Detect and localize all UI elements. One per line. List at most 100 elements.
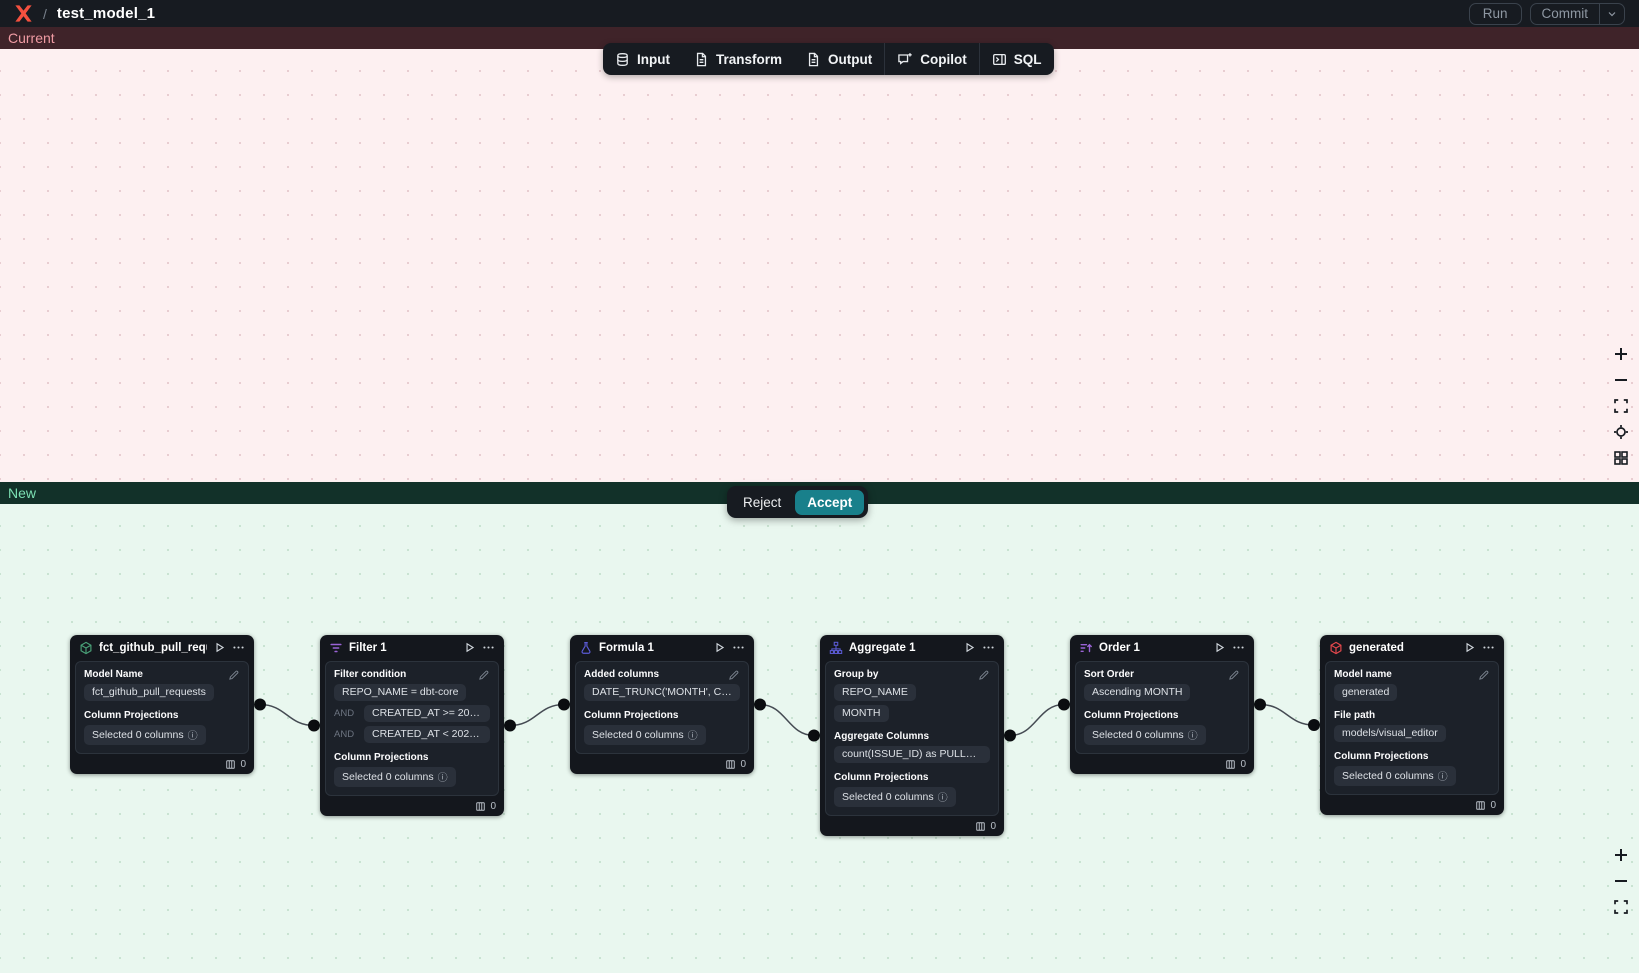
commit-split-button[interactable]: Commit [1529, 2, 1625, 25]
open-panel-icon [992, 53, 1006, 65]
edge-handle[interactable] [504, 719, 516, 732]
value-pill[interactable]: MONTH [834, 705, 889, 722]
new-canvas[interactable]: fct_github_pull_requests Model Name fct_… [0, 504, 1639, 973]
play-icon[interactable] [1463, 641, 1476, 654]
zoom-out-button[interactable] [1611, 370, 1631, 390]
node-header[interactable]: Filter 1 [320, 635, 504, 660]
value-pill[interactable]: generated [1334, 684, 1398, 701]
section-label: Sort Order [1084, 669, 1135, 680]
value-pill[interactable]: DATE_TRUNC('MONTH', CREATED_AT… [584, 684, 740, 701]
recenter-button[interactable] [1611, 422, 1631, 442]
preview-table-icon[interactable] [475, 801, 486, 812]
app-logo-icon[interactable] [14, 5, 33, 22]
sql-panel-button[interactable]: SQL [980, 43, 1054, 75]
node-order-1[interactable]: Order 1 Sort Order Ascending MONTH Colum… [1070, 635, 1254, 774]
zoom-in-button[interactable] [1611, 845, 1631, 865]
accept-button[interactable]: Accept [795, 489, 865, 515]
layout-grid-button[interactable] [1611, 448, 1631, 468]
edit-pencil-icon[interactable] [978, 669, 990, 681]
add-transform-button[interactable]: Transform [682, 43, 794, 75]
input-label: Input [637, 51, 670, 67]
preview-table-icon[interactable] [1225, 759, 1236, 770]
node-header[interactable]: fct_github_pull_requests [70, 635, 254, 660]
node-header[interactable]: Order 1 [1070, 635, 1254, 660]
edit-pencil-icon[interactable] [1228, 669, 1240, 681]
reject-button[interactable]: Reject [743, 494, 782, 510]
play-icon[interactable] [213, 641, 226, 654]
node-header[interactable]: Formula 1 [570, 635, 754, 660]
current-canvas[interactable]: Input Transform Output Copilot SQL [0, 43, 1639, 482]
play-icon[interactable] [463, 641, 476, 654]
value-pill[interactable]: REPO_NAME [834, 684, 916, 701]
play-icon[interactable] [713, 641, 726, 654]
edit-pencil-icon[interactable] [478, 669, 490, 681]
more-menu-icon[interactable] [232, 641, 245, 654]
pill-text: fct_github_pull_requests [92, 686, 206, 698]
edge-handle[interactable] [1308, 719, 1320, 731]
row-count: 0 [1240, 758, 1246, 770]
edit-pencil-icon[interactable] [1478, 669, 1490, 681]
edge-handle[interactable] [754, 698, 766, 711]
fit-view-button[interactable] [1611, 396, 1631, 416]
value-pill[interactable]: models/visual_editor [1334, 725, 1446, 742]
zoom-out-button[interactable] [1611, 871, 1631, 891]
node-footer: 0 [1320, 795, 1504, 815]
preview-table-icon[interactable] [225, 759, 236, 770]
edge-path [509, 703, 565, 727]
run-button[interactable]: Run [1468, 2, 1522, 25]
edit-pencil-icon[interactable] [228, 669, 240, 681]
copilot-button[interactable]: Copilot [885, 43, 979, 75]
commit-dropdown-button[interactable] [1599, 3, 1624, 24]
aggregate-sitemap-icon [829, 641, 843, 655]
more-menu-icon[interactable] [1482, 641, 1495, 654]
edit-pencil-icon[interactable] [728, 669, 740, 681]
fit-view-button[interactable] [1611, 897, 1631, 917]
play-icon[interactable] [1213, 641, 1226, 654]
node-generated[interactable]: generated Model name generated File path… [1320, 635, 1504, 815]
value-pill[interactable]: count(ISSUE_ID) as PULL_REQUEST_… [834, 746, 990, 763]
node-aggregate-1[interactable]: Aggregate 1 Group by REPO_NAME MONTH Agg… [820, 635, 1004, 836]
edge-handle[interactable] [308, 719, 320, 732]
field-row: MONTH [834, 705, 990, 722]
commit-button[interactable]: Commit [1541, 6, 1589, 21]
value-pill[interactable]: CREATED_AT < 2025-03-01 [364, 726, 490, 743]
edge-handle[interactable] [1254, 698, 1266, 711]
edge-handle[interactable] [808, 729, 820, 742]
node-formula-1[interactable]: Formula 1 Added columns DATE_TRUNC('MONT… [570, 635, 754, 774]
add-input-button[interactable]: Input [603, 43, 682, 75]
add-output-button[interactable]: Output [794, 43, 884, 75]
value-pill[interactable]: Ascending MONTH [1084, 684, 1191, 701]
node-header[interactable]: generated [1320, 635, 1504, 660]
preview-table-icon[interactable] [725, 759, 736, 770]
edge-handle[interactable] [558, 698, 570, 711]
node-fct-github-pull-requests[interactable]: fct_github_pull_requests Model Name fct_… [70, 635, 254, 774]
value-pill[interactable]: fct_github_pull_requests [84, 684, 214, 701]
value-pill[interactable]: REPO_NAME = dbt-core [334, 684, 467, 701]
zoom-in-button[interactable] [1611, 344, 1631, 364]
node-filter-1[interactable]: Filter 1 Filter condition REPO_NAME = db… [320, 635, 504, 816]
edge-handle[interactable] [254, 698, 266, 711]
edge-handle[interactable] [1004, 729, 1016, 742]
info-icon: ⓘ [937, 793, 948, 804]
play-icon[interactable] [963, 641, 976, 654]
value-pill[interactable]: CREATED_AT >= 2024-12-01 [364, 705, 490, 722]
more-menu-icon[interactable] [732, 641, 745, 654]
preview-table-icon[interactable] [1475, 800, 1486, 811]
node-section: Model name generated [1334, 669, 1490, 701]
node-header[interactable]: Aggregate 1 [820, 635, 1004, 660]
more-menu-icon[interactable] [482, 641, 495, 654]
edge-handle[interactable] [1058, 698, 1070, 711]
more-menu-icon[interactable] [982, 641, 995, 654]
more-menu-icon[interactable] [1232, 641, 1245, 654]
row-count: 0 [240, 758, 246, 770]
preview-table-icon[interactable] [975, 821, 986, 832]
row-count: 0 [1490, 799, 1496, 811]
